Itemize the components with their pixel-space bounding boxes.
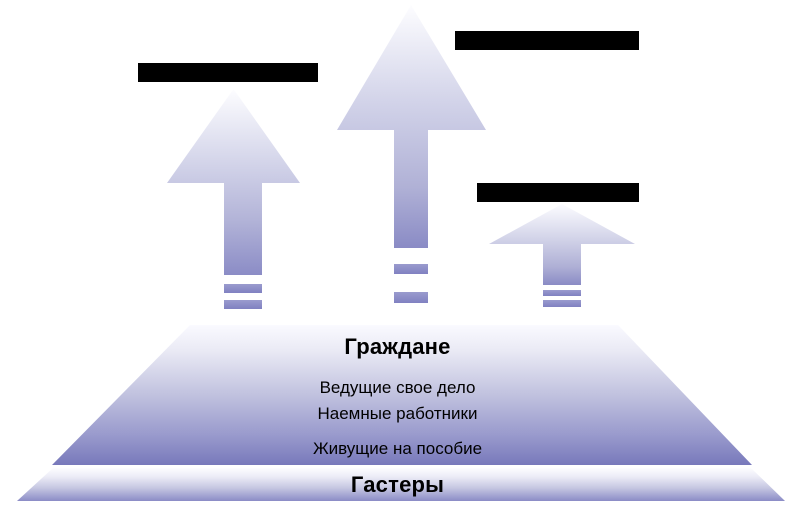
pyramid-top-tier-line-2: Наемные работники	[317, 404, 478, 423]
arrow-center-dash-1	[394, 264, 428, 274]
pyramid-top-tier-line-3: Живущие на пособие	[312, 439, 483, 458]
pyramid-top-tier-line-1: Ведущие свое дело	[319, 378, 476, 397]
pyramid-top-tier-title: Граждане	[344, 334, 451, 359]
arrow-center-body	[337, 5, 486, 248]
pyramid-base-tier	[17, 468, 785, 501]
arrow-right-body	[489, 204, 635, 285]
redaction-bar-left	[138, 63, 318, 82]
arrow-right	[489, 204, 635, 307]
arrow-left-dash-2	[224, 300, 262, 309]
redaction-bar-right	[477, 183, 639, 202]
arrow-center-dash-2	[394, 292, 428, 303]
arrow-right-dash-2	[543, 300, 581, 307]
pyramid-top-tier	[52, 325, 752, 465]
arrow-left-dash-1	[224, 284, 262, 293]
redaction-bar-center	[455, 31, 639, 50]
arrow-right-dash-1	[543, 290, 581, 296]
arrow-left	[167, 89, 300, 309]
pyramid-base-tier-title: Гастеры	[350, 472, 445, 497]
arrow-left-body	[167, 89, 300, 275]
arrow-center	[337, 5, 486, 303]
